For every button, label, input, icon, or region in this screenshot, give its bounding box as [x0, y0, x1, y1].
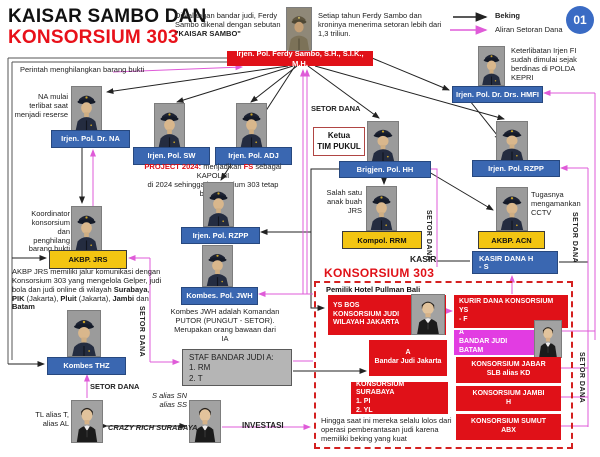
hmfi-note: Keterlibatan Irjen FI sudah dimulai seja…: [511, 46, 577, 82]
jrs-note: AKBP JRS memiliki jalur komunikasi denga…: [12, 267, 162, 312]
officer-photo-thz: [67, 310, 101, 357]
officer-photo-jrs: [71, 206, 102, 251]
officer-photo-adj: [236, 103, 267, 148]
node-sw: Irjen. Pol. SW: [133, 147, 210, 165]
acn-note: Tugasnya mengamankan CCTV: [531, 190, 581, 217]
setoran-note: Setiap tahun Ferdy Sambo dan kroninya me…: [318, 11, 442, 38]
setor-dana-vertical-center: SETOR DANA: [425, 210, 432, 262]
node-jrs: AKBP. JRS: [49, 250, 127, 269]
legend-beking-label: Beking: [495, 11, 521, 20]
konsorsium-dashed-border: [314, 281, 573, 449]
civilian-photo-ys: [411, 294, 445, 335]
civilian-photo-tl: [71, 400, 103, 443]
civilian-photo-s: [189, 400, 221, 443]
pemilik-label: Pemilik Hotel Pullman Bali: [326, 285, 421, 294]
node-kurir-dana: KURIR DANA KONSORSIUM YS- F: [454, 295, 568, 328]
node-adj: Irjen. Pol. ADJ: [215, 147, 292, 165]
setor-dana-vertical-right-lower: SETOR DANA: [578, 352, 585, 404]
rrm-note: Salah satu anak buah JRS: [326, 188, 362, 215]
officer-photo-acn: [496, 187, 528, 231]
page-number-badge: 01: [566, 6, 594, 34]
node-hmfi: Irjen. Pol. Dr. Drs. HMFI: [452, 86, 543, 103]
jrs-role-note: Koordinator konsorsium dan penghilang ba…: [28, 209, 70, 254]
tl-label: TL alias T, alias AL: [35, 410, 69, 428]
intro-note: Di kalangan bandar judi, Ferdy Sambo dik…: [175, 11, 281, 38]
crazy-rich-label: CRAZY RICH SURABAYA: [108, 423, 198, 432]
investasi-label: INVESTASI: [242, 421, 284, 430]
officer-photo-rzpp-right: [496, 121, 528, 161]
node-na: Irjen. Pol. Dr. NA: [51, 130, 130, 148]
ferdy-sambo-photo: [286, 7, 312, 51]
officer-photo-rrm: [366, 186, 397, 231]
konsorsium-footer-note: Hingga saat ini mereka selalu lolos dari…: [321, 416, 452, 443]
setor-dana-label-top: SETOR DANA: [311, 104, 361, 113]
page-title-line2: KONSORSIUM 303: [8, 27, 179, 48]
node-rzpp-right: Irjen. Pol. RZPP: [472, 160, 560, 177]
node-kasir-dana: KASIR DANA H- S: [472, 251, 558, 274]
officer-photo-jwh: [202, 245, 233, 287]
officer-photo-hh: [367, 121, 399, 162]
setor-dana-vertical-left: SETOR DANA: [138, 306, 145, 358]
setor-dana-vertical-right-upper: SETOR DANA: [571, 212, 578, 264]
node-jwh: Kombes. Pol. JWH: [181, 287, 258, 305]
civilian-photo-batam: [534, 320, 562, 358]
s-label: S alias SN alias SS: [151, 391, 187, 409]
page-title-line1: KAISAR SAMBO DAN: [8, 6, 207, 27]
setor-dana-label-bottom: SETOR DANA: [90, 382, 140, 391]
node-ferdy-sambo: Irjen. Pol. Ferdy Sambo, S.H., S.I.K., M…: [227, 49, 373, 68]
na-note: NA mulai terlibat saat menjadi reserse: [14, 92, 68, 119]
jwh-note: Kombes JWH adalah Komandan PUTOR (PUNGUT…: [170, 307, 280, 343]
officer-photo-hmfi: [478, 46, 505, 86]
node-hh: Brigjen. Pol. HH: [339, 161, 431, 178]
node-acn: AKBP. ACN: [478, 231, 545, 249]
perintah-note: Perintah menghilangkan barang bukti: [20, 65, 145, 74]
officer-photo-sw: [154, 103, 185, 148]
node-thz: Kombes THZ: [47, 357, 126, 375]
legend-aliran-label: Aliran Setoran Dana: [495, 25, 563, 34]
node-rzpp-center: Irjen. Pol. RZPP: [181, 227, 260, 244]
node-rrm: Kompol. RRM: [342, 231, 422, 249]
officer-photo-rzpp-center: [203, 182, 234, 227]
konsorsium-title: KONSORSIUM 303: [324, 266, 435, 280]
officer-photo-na: [71, 86, 102, 131]
kasir-label: KASIR: [410, 254, 437, 264]
